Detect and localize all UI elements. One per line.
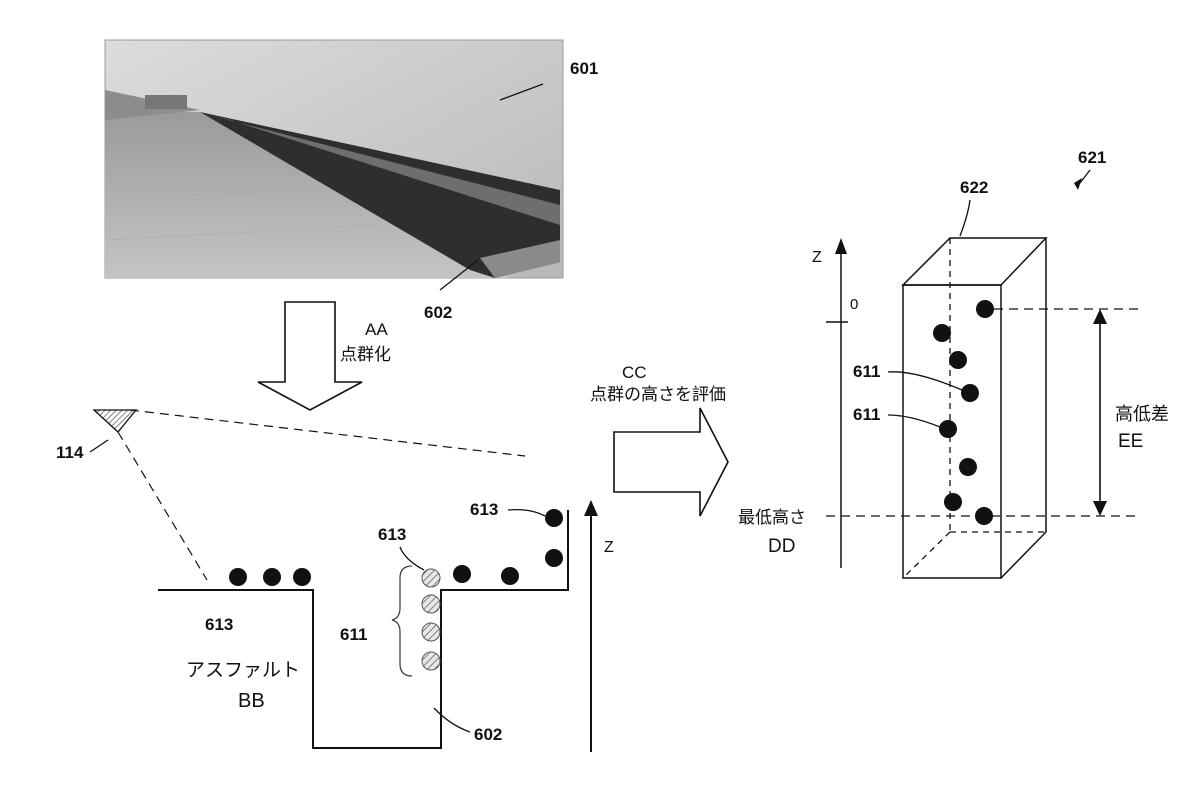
step-cc-sublabel: 点群の高さを評価 [590, 385, 726, 404]
z-axis-box-arrowhead [835, 238, 847, 254]
brace-611 [392, 566, 412, 676]
ref-622: 622 [960, 178, 988, 197]
point-613 [263, 568, 281, 586]
ref-613-left: 613 [205, 615, 233, 634]
leader-602-section [434, 708, 470, 732]
leader-621 [1080, 170, 1090, 183]
ref-602-section: 602 [474, 725, 502, 744]
height-diff-label: 高低差 [1115, 404, 1169, 424]
box-point [959, 458, 977, 476]
ref-602-photo: 602 [424, 303, 452, 322]
step-cc-label: CC [622, 363, 647, 382]
point-613 [229, 568, 247, 586]
point-613 [453, 565, 471, 583]
box-right-edges [1001, 238, 1046, 578]
right-arrow [614, 408, 728, 516]
box-point [976, 300, 994, 318]
ref-611-a: 611 [853, 362, 880, 381]
road-cross-section [94, 410, 598, 752]
min-height-label: 最低高さ [738, 508, 806, 527]
axis-z-section: Z [604, 539, 614, 556]
height-diff-arrow-bottom [1093, 501, 1107, 516]
point-611 [422, 623, 440, 641]
leader-114 [90, 440, 108, 452]
axis-zero: 0 [850, 296, 858, 313]
ref-114: 114 [56, 443, 84, 462]
leader-621-head [1074, 178, 1082, 190]
box-point [939, 420, 957, 438]
point-613 [545, 549, 563, 567]
leader-613-right [508, 510, 545, 516]
camera-image [105, 40, 563, 278]
step-aa-label: AA [365, 320, 388, 339]
ref-621: 621 [1078, 148, 1106, 167]
box-point [933, 324, 951, 342]
ref-611-b: 611 [853, 405, 880, 424]
height-diff-arrow-top [1093, 309, 1107, 324]
asphalt-code: BB [238, 690, 265, 712]
point-611 [422, 595, 440, 613]
point-611 [422, 569, 440, 587]
ref-613-right: 613 [470, 500, 498, 519]
z-axis-arrowhead [584, 500, 598, 516]
height-diff-code: EE [1118, 431, 1143, 452]
scan-line-lower [118, 432, 207, 580]
scan-line-upper [130, 410, 525, 456]
point-613 [545, 509, 563, 527]
box-top [903, 238, 1046, 285]
point-611 [422, 652, 440, 670]
box-point [949, 351, 967, 369]
asphalt-label: アスファルト [186, 660, 300, 681]
voxel-box [903, 238, 1046, 578]
leader-611-b [888, 415, 940, 427]
box-back-bottom-left [903, 532, 950, 578]
ref-601: 601 [570, 59, 598, 78]
leader-622 [960, 200, 970, 236]
sensor-114 [94, 410, 136, 432]
leader-611-a [888, 372, 962, 390]
point-613 [501, 567, 519, 585]
min-height-code: DD [768, 536, 795, 557]
axis-z-box: Z [812, 249, 822, 266]
step-aa-sublabel: 点群化 [340, 345, 391, 364]
ref-613-mid: 613 [378, 525, 406, 544]
box-point [944, 493, 962, 511]
point-613 [293, 568, 311, 586]
ref-611-section: 611 [340, 625, 367, 644]
box-point [961, 384, 979, 402]
